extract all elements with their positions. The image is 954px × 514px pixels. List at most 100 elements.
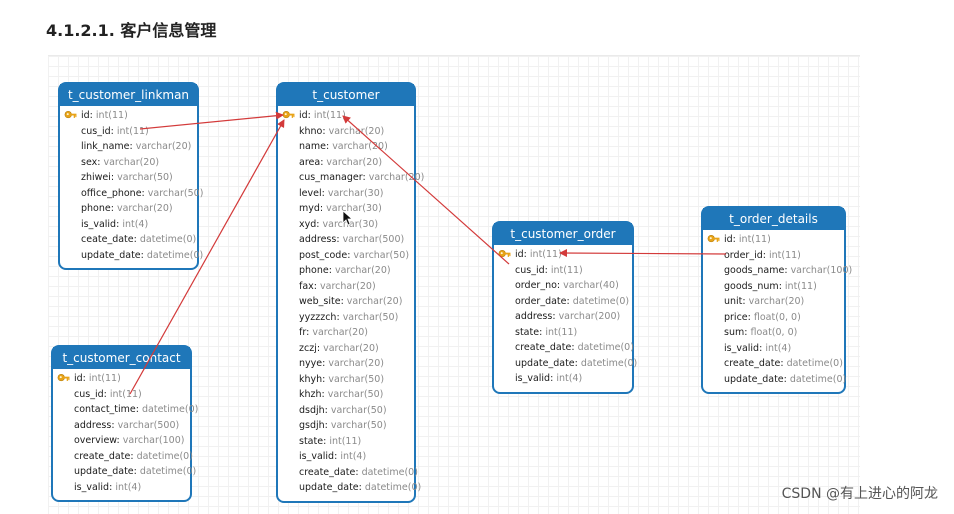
field-type: int(4) [115,481,142,493]
field-type: datetime(0) [146,249,204,261]
field-row[interactable]: address: varchar(500) [53,418,190,434]
field-row[interactable]: id: int(11) [60,108,197,124]
field-separator: : [747,311,754,323]
field-name: create_date [299,466,356,478]
field-row[interactable]: dsdjh: varchar(50) [278,403,414,419]
field-type: datetime(0) [139,466,197,477]
field-separator: : [116,218,123,230]
field-name: ceate_date [81,234,134,245]
field-row[interactable]: create_date: datetime(0) [494,340,634,356]
field-row[interactable]: cus_manager: varchar(20) [278,170,424,186]
field-row[interactable]: link_name: varchar(20) [60,139,197,155]
field-row[interactable]: gsdjh: varchar(50) [278,418,414,434]
field-row[interactable]: zhiwei: varchar(50) [60,170,197,186]
field-name: price [724,311,748,323]
mouse-cursor-icon [342,210,354,226]
field-row[interactable]: area: varchar(20) [278,155,414,171]
field-row[interactable]: id: int(11) [494,247,632,263]
field-row[interactable]: cus_id: int(11) [60,124,197,140]
field-row[interactable]: khno: varchar(20) [278,124,414,140]
section-heading: 4.1.2.1. 客户信息管理 [46,21,217,40]
field-name: id [299,110,308,121]
field-row[interactable]: state: int(11) [278,434,414,450]
field-row[interactable]: is_valid: int(4) [53,480,190,496]
field-row[interactable]: nyye: varchar(20) [278,356,414,372]
field-name: update_date [515,357,575,369]
field-row[interactable]: update_date: datetime(0) [494,356,637,372]
field-name: level [299,187,322,199]
field-row[interactable]: fr: varchar(20) [278,325,414,341]
field-row[interactable]: id: int(11) [278,108,414,124]
table-title: t_customer [278,84,414,106]
field-row[interactable]: is_valid: int(4) [494,371,632,387]
field-type: datetime(0) [361,466,418,478]
field-name: office_phone [81,187,142,199]
field-type: int(11) [95,110,128,121]
field-separator: : [135,404,142,415]
field-row[interactable]: is_valid: int(4) [60,217,197,233]
field-row[interactable]: is_valid: int(4) [278,449,414,465]
field-type: int(11) [88,373,121,384]
field-row[interactable]: name: varchar(20) [278,139,414,155]
table-title: t_customer_order [494,223,632,245]
field-row[interactable]: order_id: int(11) [703,248,844,264]
field-row[interactable]: address: varchar(500) [278,232,414,248]
field-row[interactable]: post_code: varchar(50) [278,248,414,264]
field-row[interactable]: create_date: datetime(0) [278,465,418,481]
field-row[interactable]: sum: float(0, 0) [703,325,844,341]
field-type: varchar(20) [103,156,160,168]
field-type: varchar(20) [312,327,368,338]
field-row[interactable]: price: float(0, 0) [703,310,844,326]
field-row[interactable]: khyh: varchar(50) [278,372,414,388]
field-type: int(11) [545,326,578,338]
table-t-customer-order[interactable]: t_customer_order id: int(11)cus_id: int(1… [492,221,637,394]
field-type: datetime(0) [577,342,634,353]
field-row[interactable]: id: int(11) [53,371,190,387]
field-row[interactable]: goods_num: int(11) [703,279,844,295]
field-row[interactable]: id: int(11) [703,232,844,248]
field-name: khyh [299,373,323,385]
field-type: int(4) [340,451,367,462]
field-row[interactable]: web_site: varchar(20) [278,294,414,310]
field-row[interactable]: order_no: varchar(40) [494,278,632,294]
field-row[interactable]: update_date: datetime(0) [703,372,846,388]
field-row[interactable]: ceate_date: datetime(0) [60,232,197,248]
field-row[interactable]: sex: varchar(20) [60,155,197,171]
field-row[interactable]: zczj: varchar(20) [278,341,414,357]
field-row[interactable]: cus_id: int(11) [53,387,190,403]
field-row[interactable]: yyzzzch: varchar(50) [278,310,414,326]
field-row[interactable]: create_date: datetime(0) [53,449,193,465]
field-list: id: int(11)khno: varchar(20)name: varcha… [278,106,424,496]
field-row[interactable]: cus_id: int(11) [494,263,632,279]
field-name: unit [724,296,743,307]
field-row[interactable]: phone: varchar(20) [60,201,197,217]
field-row[interactable]: is_valid: int(4) [703,341,844,357]
field-separator: : [322,373,329,385]
field-row[interactable]: goods_name: varchar(100) [703,263,852,279]
field-row[interactable]: update_date: datetime(0) [278,480,421,496]
field-row[interactable]: state: int(11) [494,325,632,341]
field-list: id: int(11)cus_id: int(11)link_name: var… [60,106,203,264]
field-row[interactable]: update_date: datetime(0) [53,464,196,480]
field-separator: : [759,342,766,354]
field-row[interactable]: contact_time: datetime(0) [53,402,198,418]
field-row[interactable]: unit: varchar(20) [703,294,844,310]
field-type: int(11) [109,388,142,400]
primary-key-icon [282,110,295,121]
field-row[interactable]: fax: varchar(20) [278,279,414,295]
field-row[interactable]: office_phone: varchar(50) [60,186,203,202]
field-row[interactable]: overview: varchar(100) [53,433,190,449]
field-row[interactable]: khzh: varchar(50) [278,387,414,403]
field-name: goods_num [724,280,779,292]
field-row[interactable]: phone: varchar(20) [278,263,414,279]
field-row[interactable]: order_date: datetime(0) [494,294,632,310]
field-row[interactable]: create_date: datetime(0) [703,356,844,372]
field-name: yyzzzch [299,311,337,323]
field-row[interactable]: level: varchar(30) [278,186,414,202]
field-row[interactable]: update_date: datetime(0) [60,248,203,264]
field-row[interactable]: address: varchar(200) [494,309,632,325]
